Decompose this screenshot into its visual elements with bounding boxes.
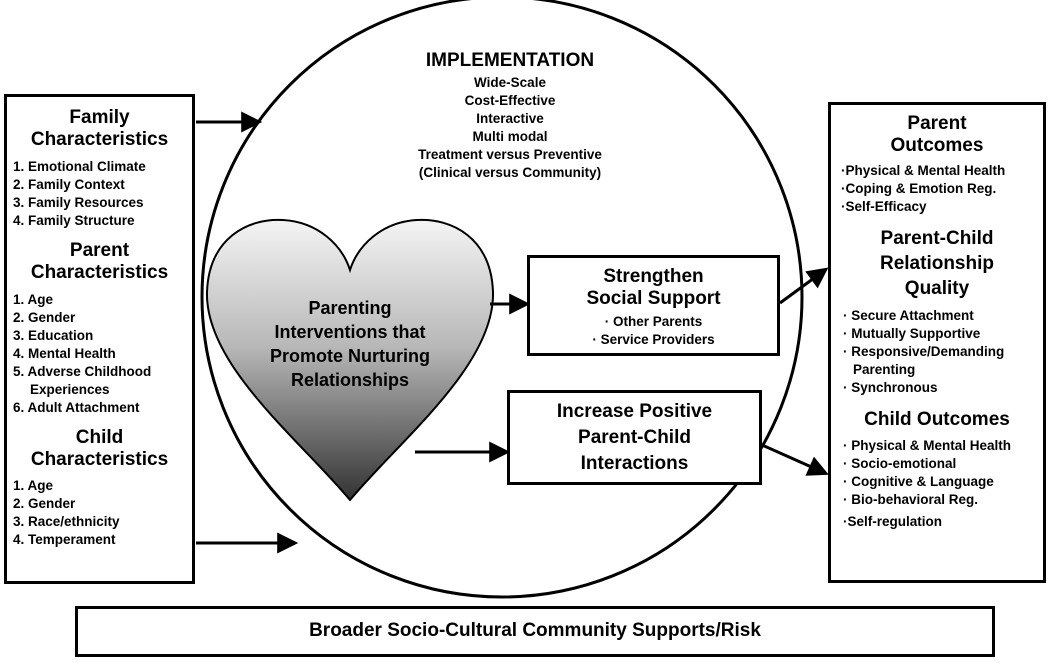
list-item: 2. Gender xyxy=(13,309,76,325)
list-item: · Cognitive & Language xyxy=(843,474,994,490)
list-item: 2. Family Context xyxy=(13,176,125,192)
footer-box: Broader Socio-Cultural Community Support… xyxy=(75,606,995,657)
left-characteristics-panel: Family Characteristics 1. Emotional Clim… xyxy=(4,94,195,584)
social-support-box: Strengthen Social Support · Other Parent… xyxy=(527,255,780,356)
family-characteristics-title: Family Characteristics xyxy=(30,107,169,151)
implementation-title: IMPLEMENTATION xyxy=(425,50,595,71)
heart-shape xyxy=(205,218,495,502)
list-item: Cost-Effective xyxy=(464,93,556,109)
child-characteristics-list: 1. Age 2. Gender 3. Race/ethnicity 4. Te… xyxy=(7,477,192,549)
list-item: ·Self-regulation xyxy=(843,514,943,530)
list-item: Multi modal xyxy=(472,129,548,145)
interactions-title: Increase Positive Parent-Child Interacti… xyxy=(556,400,713,474)
list-item: (Clinical versus Community) xyxy=(418,165,602,181)
list-item: 3. Family Resources xyxy=(13,194,144,210)
list-item: 3. Race/ethnicity xyxy=(13,514,120,530)
child-outcomes-list: · Physical & Mental Health · Socio-emoti… xyxy=(831,437,1043,531)
list-item: ·Self-Efficacy xyxy=(841,198,927,214)
list-item: ·Physical & Mental Health xyxy=(841,162,1006,178)
list-item: · Service Providers xyxy=(592,332,715,347)
parent-outcomes-title: Parent Outcomes xyxy=(890,113,984,157)
list-item: ·Coping & Emotion Reg. xyxy=(841,180,997,196)
list-item: 1. Age xyxy=(13,478,54,494)
arrow-interactions-to-outcomes xyxy=(761,443,829,476)
list-item: 5. Adverse Childhood Experiences xyxy=(13,363,152,397)
list-item: · Synchronous xyxy=(843,379,938,395)
heart-label: Parenting Interventions that Promote Nur… xyxy=(270,298,430,390)
social-support-title: Strengthen Social Support xyxy=(586,266,721,309)
list-item: · Secure Attachment xyxy=(843,307,974,323)
list-item: 3. Education xyxy=(13,327,94,343)
child-characteristics-title: Child Characteristics xyxy=(30,426,169,471)
list-item: · Mutually Supportive xyxy=(843,325,981,341)
list-item: · Physical & Mental Health xyxy=(843,438,1012,454)
family-characteristics-list: 1. Emotional Climate 2. Family Context 3… xyxy=(7,158,192,230)
list-item: Interactive xyxy=(476,111,544,127)
list-item: · Responsive/Demanding Parenting xyxy=(843,343,1005,377)
list-item: Wide-Scale xyxy=(474,75,546,91)
arrow-social-support-to-outcomes xyxy=(779,267,829,305)
footer-label: Broader Socio-Cultural Community Support… xyxy=(309,620,761,642)
list-item: 1. Age xyxy=(13,291,54,307)
list-item: 4. Mental Health xyxy=(13,345,116,361)
parent-characteristics-list: 1. Age 2. Gender 3. Education 4. Mental … xyxy=(7,291,192,417)
list-item: 2. Gender xyxy=(13,496,76,512)
list-item: 4. Family Structure xyxy=(13,212,135,228)
parent-outcomes-list: ·Physical & Mental Health ·Coping & Emot… xyxy=(831,162,1043,216)
implementation-block: IMPLEMENTATION Wide-Scale Cost-Effective… xyxy=(370,50,650,182)
child-outcomes-title: Child Outcomes xyxy=(864,408,1010,430)
list-item: · Other Parents xyxy=(604,314,703,329)
list-item: 1. Emotional Climate xyxy=(13,158,146,174)
right-outcomes-panel: Parent Outcomes ·Physical & Mental Healt… xyxy=(828,102,1046,583)
interactions-box: Increase Positive Parent-Child Interacti… xyxy=(507,390,762,485)
list-item: 6. Adult Attachment xyxy=(13,399,140,415)
list-item: · Socio-emotional xyxy=(843,456,957,472)
parent-characteristics-title: Parent Characteristics xyxy=(30,239,169,284)
relationship-quality-title: Parent-Child Relationship Quality xyxy=(879,227,994,299)
list-item: Treatment versus Preventive xyxy=(418,147,602,163)
relationship-quality-list: · Secure Attachment · Mutually Supportiv… xyxy=(831,307,1043,397)
list-item: · Bio-behavioral Reg. xyxy=(843,492,979,508)
list-item: 4. Temperament xyxy=(13,532,116,548)
implementation-circle xyxy=(200,0,804,599)
